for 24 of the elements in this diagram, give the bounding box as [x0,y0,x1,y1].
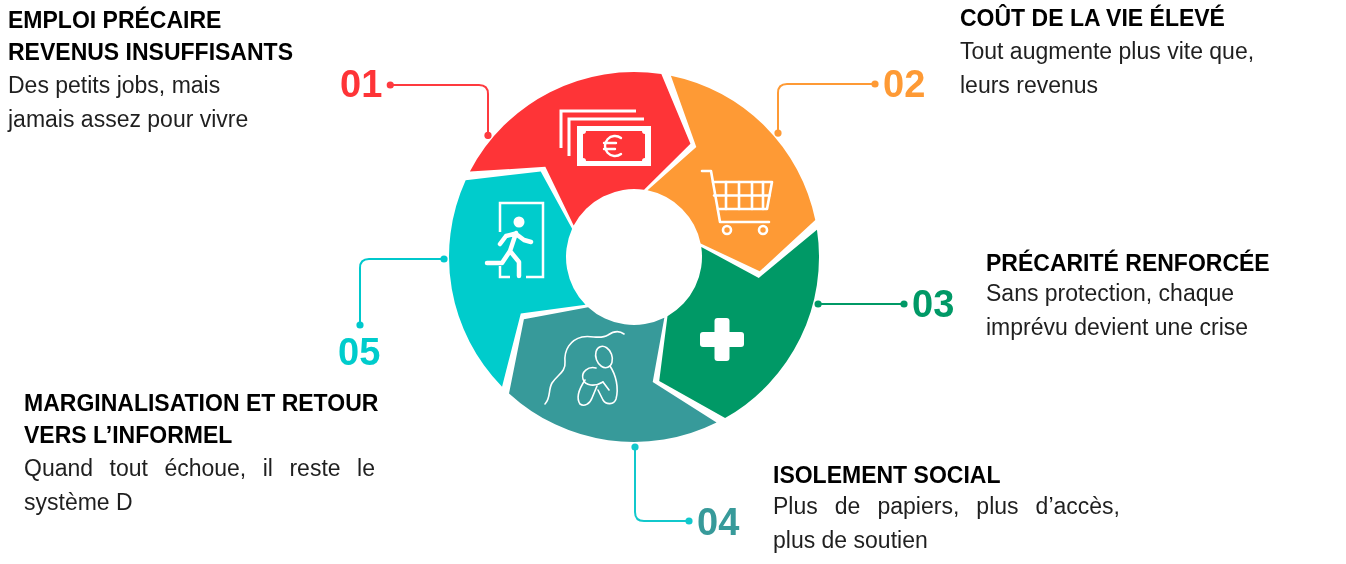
cycle-arrow-segment [449,171,586,387]
step-number: 05 [338,333,381,371]
cycle-arrow-segment [647,75,816,272]
step-number: 04 [697,503,740,541]
cycle-arrow-segment [509,307,717,442]
leader-line [631,443,693,525]
step-description: Plus de papiers, plus d’accès, plus de soutien [773,492,1120,555]
step-number: 03 [912,285,955,323]
cycle-arrow-segment [659,229,819,418]
step-description: Des petits jobs, mais jamais assez pour vivre [8,71,250,134]
leader-line [774,80,879,137]
step-heading: PRÉCARITÉ RENFORCÉE [986,250,1271,276]
leader-line [814,300,908,308]
leader-line [386,81,492,139]
step-heading: ISOLEMENT SOCIAL [773,462,1002,488]
step-number: 01 [340,65,383,103]
leader-line [356,255,448,329]
step-heading: EMPLOI PRÉCAIRE REVENUS INSUFFISANTS [8,5,294,67]
step-number: 02 [883,65,926,103]
step-description: Quand tout échoue, il reste le système D [24,454,375,517]
step-description: Sans protection, chaque imprévu devient une crise [986,279,1250,342]
step-heading: COÛT DE LA VIE ÉLEVÉ [960,5,1226,31]
step-description: Tout augmente plus vite que, leurs revenus [960,37,1256,100]
step-heading: MARGINALISATION ET RETOUR VERS L’INFORMEL [24,389,380,450]
